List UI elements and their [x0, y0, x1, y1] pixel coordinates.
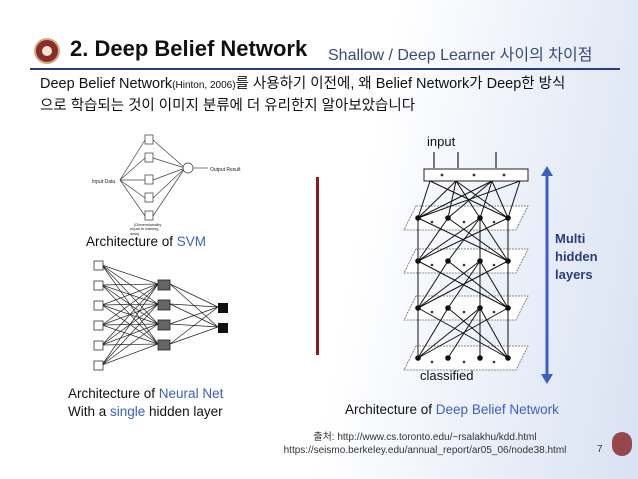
source-line-2: https://seismo.berkeley.edu/annual_repor…: [283, 445, 567, 456]
nn-input-node: [93, 300, 104, 311]
source-citation: 출처: http://www.cs.toronto.edu/~rsalakhu/…: [250, 431, 600, 457]
dbn-node: [505, 215, 511, 221]
intro-text-1: 를 사용하기 이전에, 왜 Belief Network가 Deep한 방식: [235, 76, 566, 92]
source-line-1: 출처: http://www.cs.toronto.edu/~rsalakhu/…: [313, 432, 537, 443]
dbn-dot: [462, 220, 466, 224]
dbn-dot: [462, 263, 466, 267]
intro-paragraph: Deep Belief Network(Hinton, 2006)를 사용하기 …: [40, 74, 625, 116]
svm-caption-2: equal to training: [130, 226, 159, 231]
page-number: 7: [597, 444, 603, 455]
dbn-input-label: input: [427, 134, 456, 149]
svm-caption-1: (Dimensionality: [134, 222, 161, 227]
title-divider: [30, 68, 620, 70]
dbn-label: Architecture of Deep Belief Network: [345, 402, 559, 417]
svm-output-label: Output Result: [210, 167, 241, 173]
nn-hidden-node: [157, 299, 171, 311]
svm-label: Architecture of SVM: [86, 234, 206, 249]
dbn-node: [415, 258, 421, 264]
svm-label-prefix: Architecture of: [86, 234, 177, 249]
dbn-node: [445, 305, 451, 311]
dbn-label-highlight: Deep Belief Network: [435, 402, 559, 417]
svm-caption-rest: equal to training data): [130, 226, 158, 236]
dbn-dot: [492, 263, 496, 267]
dbn-classified-label: classified: [420, 368, 474, 383]
dbn-node: [505, 305, 511, 311]
dbn-node: [415, 305, 421, 311]
mh-line-2: hidden: [555, 249, 598, 264]
nn-input-node: [93, 340, 104, 351]
dbn-dot: [492, 360, 496, 364]
intro-citation: (Hinton, 2006): [172, 80, 236, 91]
dbn-node: [445, 355, 451, 361]
dbn-node: [477, 305, 483, 311]
university-logo-icon: [34, 38, 60, 64]
dbn-node: [415, 355, 421, 361]
dbn-node: [445, 215, 451, 221]
svm-label-highlight: SVM: [176, 234, 207, 249]
nn-label: Architecture of Neural Net With a single…: [68, 385, 223, 421]
dbn-node: [415, 215, 421, 221]
nn-hidden-node: [157, 339, 171, 351]
nn-input-node: [93, 280, 104, 291]
dbn-node: [505, 355, 511, 361]
dbn-dot: [430, 220, 434, 224]
dbn-node: [477, 215, 483, 221]
intro-text-2: 으로 학습되는 것이 이미지 분류에 더 유리한지 알아보았습니다: [40, 98, 416, 114]
neural-net-diagram: [93, 260, 228, 371]
dbn-node: [505, 258, 511, 264]
dbn-input-dot: [502, 173, 506, 177]
mh-line-1: Multi: [555, 231, 586, 246]
svm-caption-3: data): [130, 231, 140, 236]
dbn-node: [445, 258, 451, 264]
mh-line-3: layers: [555, 267, 593, 282]
dbn-dot: [462, 360, 466, 364]
dbn-node: [477, 355, 483, 361]
svm-input-label: Input Data: [92, 179, 115, 185]
dbn-dot: [430, 310, 434, 314]
nn-input-node: [93, 320, 104, 331]
red-divider: [316, 177, 319, 355]
nn-input-node: [93, 260, 104, 271]
dbn-label-prefix: Architecture of: [345, 402, 436, 417]
svm-diagram: Input Data Output Result (Dimensionality: [92, 134, 241, 227]
nn-label2-prefix: With a: [68, 404, 111, 419]
nn-output-node: [218, 303, 228, 313]
nn-label2-highlight: single: [110, 404, 146, 419]
nn-input-node: [93, 360, 104, 371]
multi-hidden-layers-label: Multi hidden layers: [555, 230, 598, 284]
nn-label-prefix: Architecture of: [68, 386, 159, 401]
nn-hidden-node: [157, 319, 171, 331]
dbn-dot: [430, 360, 434, 364]
slide-subtitle: Shallow / Deep Learner 사이의 차이점: [328, 47, 593, 64]
intro-term: Deep Belief Network: [40, 76, 173, 92]
dbn-node: [477, 258, 483, 264]
university-seal-icon: [612, 432, 632, 456]
slide-title: 2. Deep Belief Network: [70, 36, 308, 61]
dbn-input-dot: [440, 173, 444, 177]
nn-hidden-node: [157, 279, 171, 291]
dbn-dot: [492, 220, 496, 224]
nn-label-highlight: Neural Net: [158, 386, 224, 401]
dbn-input-dot: [472, 173, 476, 177]
layers-span-arrow: [541, 166, 553, 384]
dbn-diagram: [403, 152, 529, 371]
nn-label2-suffix: hidden layer: [145, 404, 223, 419]
dbn-dot: [462, 310, 466, 314]
dbn-dot: [430, 263, 434, 267]
nn-output-node: [218, 323, 228, 333]
dbn-dot: [492, 310, 496, 314]
